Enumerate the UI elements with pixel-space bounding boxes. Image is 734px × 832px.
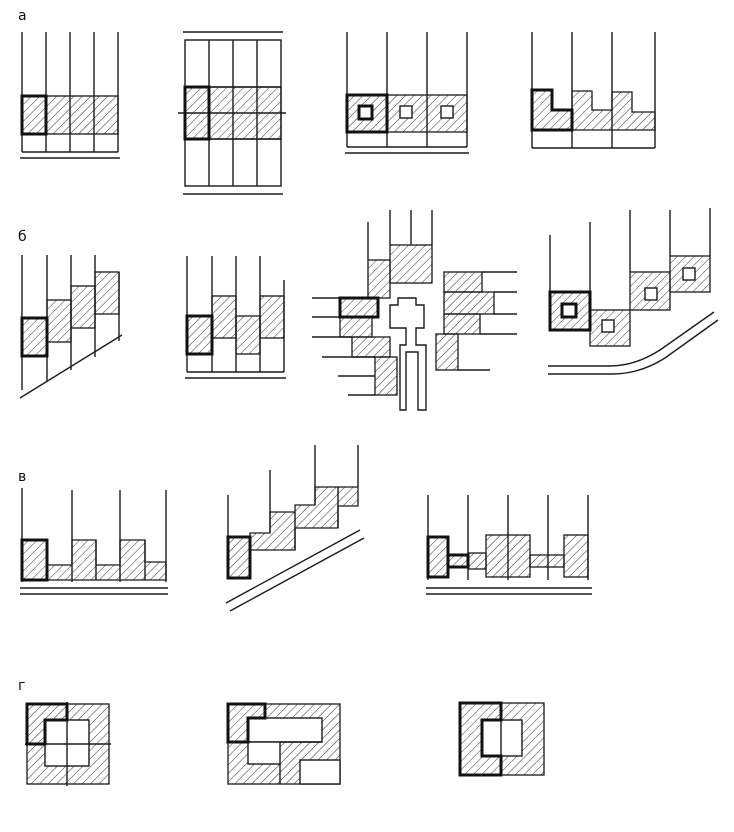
row-label-a: а bbox=[18, 8, 27, 24]
row-a-scheme-3 bbox=[345, 32, 469, 154]
row-a-scheme-2 bbox=[178, 31, 286, 195]
row-b-scheme-2 bbox=[185, 256, 286, 379]
row-g-scheme-1 bbox=[25, 702, 111, 786]
row-b-scheme-1 bbox=[19, 255, 123, 399]
row-a-scheme-4 bbox=[530, 32, 656, 149]
row-g-scheme-2 bbox=[226, 702, 341, 785]
row-a-scheme-1 bbox=[20, 32, 120, 159]
row-label-v: в bbox=[18, 469, 26, 485]
row-b-scheme-4 bbox=[548, 208, 719, 375]
row-g-scheme-3 bbox=[458, 701, 545, 777]
row-v-scheme-1 bbox=[20, 488, 168, 595]
row-b-scheme-3 bbox=[312, 210, 517, 411]
row-label-b: б bbox=[18, 229, 27, 245]
row-v-scheme-3 bbox=[426, 495, 592, 595]
row-v-scheme-2 bbox=[225, 445, 365, 612]
row-label-g: г bbox=[18, 678, 25, 694]
